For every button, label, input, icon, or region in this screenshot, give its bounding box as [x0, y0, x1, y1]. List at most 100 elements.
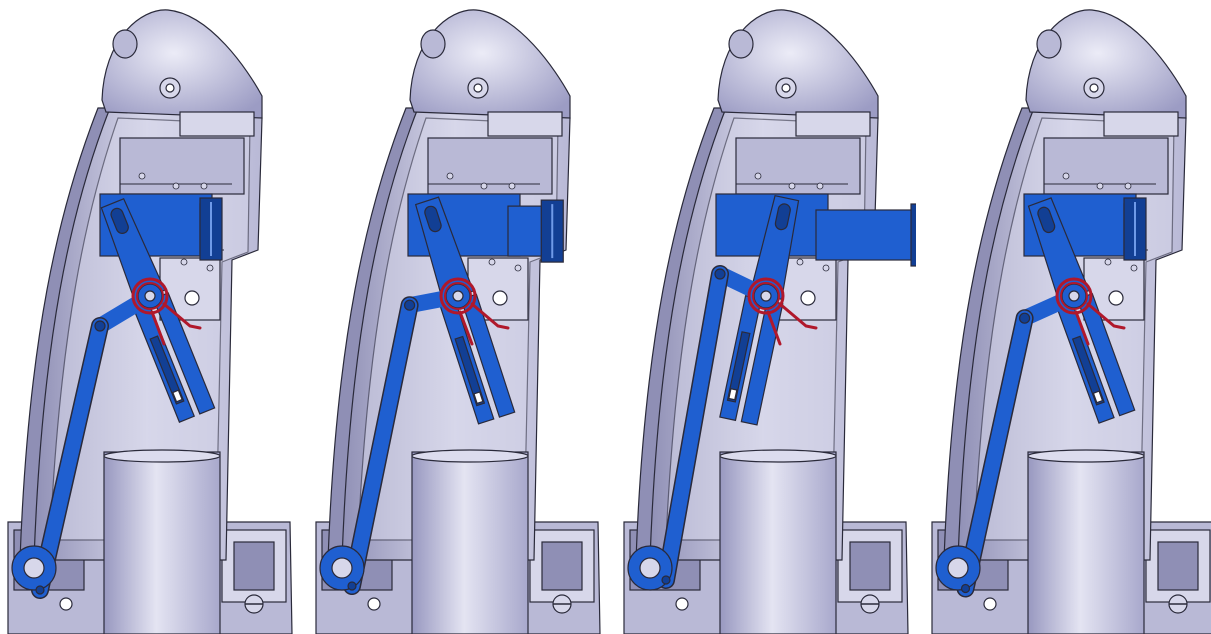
- cylinder-rim: [1027, 449, 1145, 463]
- frame-rivet: [754, 172, 762, 180]
- crank-hub: [23, 557, 45, 579]
- mechanism-drawing: [7, 9, 293, 634]
- torsion-spring-coil: [131, 277, 169, 315]
- frame-rivet: [180, 258, 188, 266]
- top-bracket: [487, 111, 563, 137]
- connecting-rod: [958, 310, 1033, 596]
- frame-rivet: [138, 172, 146, 180]
- panel-4: [924, 0, 1211, 634]
- torsion-spring-coil-inner: [752, 282, 780, 310]
- blade-marker: [473, 391, 484, 405]
- rod-pin-top: [403, 299, 416, 311]
- crank-hub: [947, 557, 969, 579]
- frame-rivet: [1130, 264, 1138, 272]
- lever-assembly: [414, 196, 516, 425]
- frame-rivet: [480, 182, 488, 190]
- dome-cap: [101, 9, 263, 119]
- dome-cap: [409, 9, 571, 119]
- frame-rivet: [514, 264, 522, 272]
- dome-knob: [420, 29, 446, 59]
- rod-pin-bottom: [35, 585, 45, 595]
- dome-hole-inner: [1089, 83, 1099, 93]
- blade-marker: [728, 388, 738, 401]
- dome-hole-inner: [473, 83, 483, 93]
- spring-leg-left: [1074, 310, 1090, 346]
- top-bracket: [1103, 111, 1179, 137]
- lever-assembly: [1027, 197, 1136, 424]
- blade-slot: [149, 335, 185, 405]
- torsion-spring-coil: [747, 277, 785, 315]
- rod-pin-top: [94, 320, 106, 332]
- cylinder-tube: [719, 451, 837, 634]
- spring-leg-right: [162, 302, 202, 330]
- dome-knob: [112, 29, 138, 59]
- rod-pin-top: [1018, 312, 1031, 324]
- frame-rivet: [1096, 182, 1104, 190]
- lever-slot: [774, 203, 791, 231]
- torsion-spring-coil-inner: [136, 282, 164, 310]
- cylinder-tube: [103, 451, 221, 634]
- upper-frame: [1043, 137, 1169, 195]
- blade-slot: [726, 331, 751, 403]
- pivot-pin: [144, 290, 156, 302]
- dome-hole-inner: [165, 83, 175, 93]
- spring-leg-left: [766, 310, 782, 346]
- torsion-spring-coil-inner: [444, 282, 472, 310]
- dome-cap: [717, 9, 879, 119]
- cylinder-rim: [103, 449, 221, 463]
- blade-marker: [1092, 390, 1104, 404]
- frame-rivet: [488, 258, 496, 266]
- frame-rivet: [1104, 258, 1112, 266]
- cylinder-tube: [1027, 451, 1145, 634]
- connecting-rod: [658, 266, 728, 588]
- base-hole-left: [367, 597, 381, 611]
- panel-2: [308, 0, 608, 634]
- frame-rivet: [508, 182, 516, 190]
- spring-leg-left: [458, 310, 474, 346]
- panel-3: [616, 0, 916, 634]
- cylinder-rim: [411, 449, 529, 463]
- cylinder-tube: [411, 451, 529, 634]
- spring-leg-right: [470, 302, 510, 330]
- top-bracket: [795, 111, 871, 137]
- mechanism-drawing: [623, 9, 916, 634]
- flap-hinge: [910, 203, 916, 267]
- pivot-pin: [760, 290, 772, 302]
- boss-hole: [492, 290, 508, 306]
- torsion-spring-coil: [1055, 277, 1093, 315]
- dome-knob: [728, 29, 754, 59]
- torsion-spring-coil-inner: [1060, 282, 1088, 310]
- frame-rivet: [796, 258, 804, 266]
- frame-rivet: [1124, 182, 1132, 190]
- frame-rivet: [822, 264, 830, 272]
- dome-hole-inner: [781, 83, 791, 93]
- upper-frame: [427, 137, 553, 195]
- pivot-pin: [452, 290, 464, 302]
- blade-slot: [1071, 335, 1105, 406]
- rod-pin-bottom: [960, 583, 971, 594]
- frame-rivet: [206, 264, 214, 272]
- panel-1: [0, 0, 300, 634]
- crank-hub: [639, 557, 661, 579]
- base-pocket-inner: [541, 541, 583, 591]
- lever-slot: [424, 205, 442, 233]
- base-hole-left: [59, 597, 73, 611]
- spring-leg-right: [1086, 302, 1126, 330]
- boss-hole: [1108, 290, 1124, 306]
- frame-rivet: [788, 182, 796, 190]
- mechanism-drawing: [315, 9, 601, 634]
- crank-hub: [331, 557, 353, 579]
- base-pocket-inner: [233, 541, 275, 591]
- connecting-rod: [32, 318, 108, 598]
- spring-leg-left: [150, 310, 166, 346]
- lever-assembly: [719, 194, 800, 426]
- base-pocket-inner: [1157, 541, 1199, 591]
- upper-frame: [119, 137, 245, 195]
- lever-slot: [110, 207, 129, 234]
- base-pocket-inner: [849, 541, 891, 591]
- dome-knob: [1036, 29, 1062, 59]
- dome-cap: [1025, 9, 1187, 119]
- connecting-rod: [344, 297, 418, 594]
- rod-pin-bottom: [347, 581, 357, 591]
